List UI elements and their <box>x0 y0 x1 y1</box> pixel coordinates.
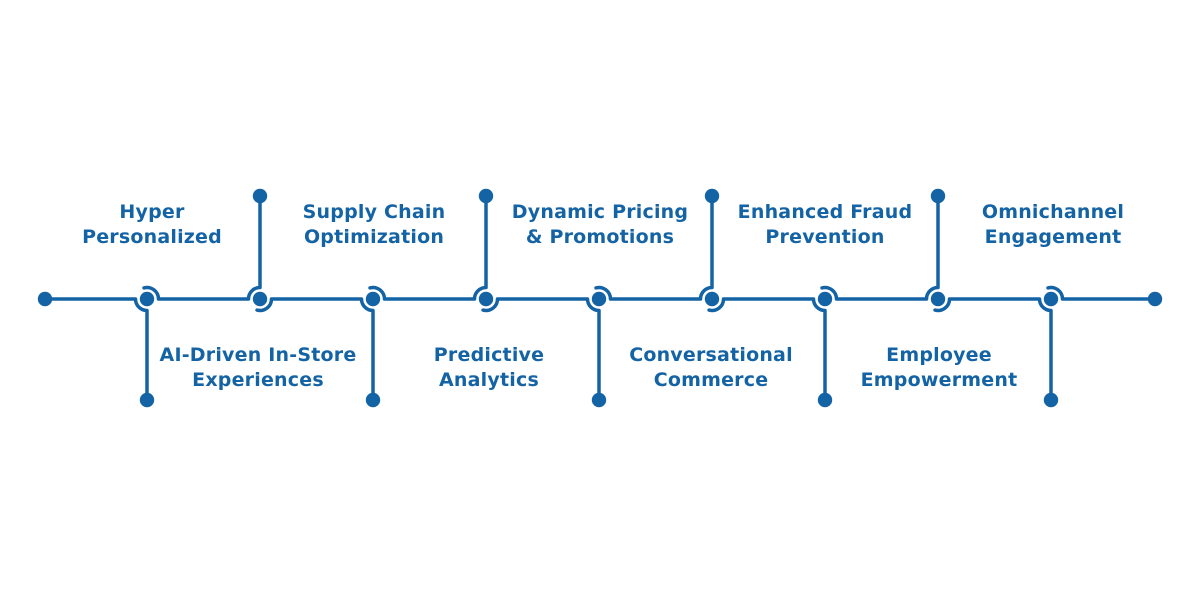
timeline-label-hyper-personalized: Hyper Personalized <box>37 200 267 250</box>
timeline-node-dot <box>930 291 946 307</box>
timeline-node-dot <box>817 291 833 307</box>
timeline-label-predictive-analytics: Predictive Analytics <box>374 343 604 393</box>
label-line: Prevention <box>765 226 885 248</box>
timeline-node-dot <box>252 291 268 307</box>
stem-end-dot-down <box>139 392 155 408</box>
timeline-node-dot <box>139 291 155 307</box>
label-line: Conversational <box>629 344 793 366</box>
timeline-path <box>43 195 1157 402</box>
timeline-label-ai-driven-in-store-experiences: AI-Driven In-Store Experiences <box>143 343 373 393</box>
label-line: Personalized <box>82 226 222 248</box>
label-line: Hyper <box>119 201 185 223</box>
label-line: Omnichannel <box>981 201 1125 223</box>
label-line: Engagement <box>984 226 1122 248</box>
timeline-node-dot <box>1043 291 1059 307</box>
timeline-label-dynamic-pricing-promotions: Dynamic Pricing & Promotions <box>485 200 715 250</box>
label-line: Experiences <box>192 369 324 391</box>
label-line: Empowerment <box>860 369 1018 391</box>
label-line: Analytics <box>439 369 539 391</box>
stem-end-dot-up <box>252 188 268 204</box>
label-line: Optimization <box>303 226 445 248</box>
label-line: Supply Chain <box>302 201 446 223</box>
label-line: & Promotions <box>525 226 675 248</box>
timeline-node-dot <box>478 291 494 307</box>
label-line: AI-Driven In-Store <box>159 344 357 366</box>
line-start-dot <box>37 291 53 307</box>
stem-end-dot-up <box>704 188 720 204</box>
stem-end-dot-down <box>1043 392 1059 408</box>
stem-end-dot-up <box>930 188 946 204</box>
label-line: Employee <box>886 344 992 366</box>
timeline-label-omnichannel-engagement: Omnichannel Engagement <box>938 200 1168 250</box>
timeline-node-dot <box>365 291 381 307</box>
timeline-label-conversational-commerce: Conversational Commerce <box>596 343 826 393</box>
timeline-node-dot <box>591 291 607 307</box>
label-line: Enhanced Fraud <box>737 201 913 223</box>
line-end-dot <box>1147 291 1163 307</box>
label-line: Commerce <box>653 369 769 391</box>
stem-end-dot-down <box>817 392 833 408</box>
timeline-label-enhanced-fraud-prevention: Enhanced Fraud Prevention <box>710 200 940 250</box>
timeline-node-dot <box>704 291 720 307</box>
stem-end-dot-down <box>365 392 381 408</box>
stem-end-dot-down <box>591 392 607 408</box>
timeline-label-supply-chain-optimization: Supply Chain Optimization <box>259 200 489 250</box>
label-line: Dynamic Pricing <box>511 201 689 223</box>
timeline-label-employee-empowerment: Employee Empowerment <box>824 343 1054 393</box>
label-line: Predictive <box>433 344 545 366</box>
stem-end-dot-up <box>478 188 494 204</box>
